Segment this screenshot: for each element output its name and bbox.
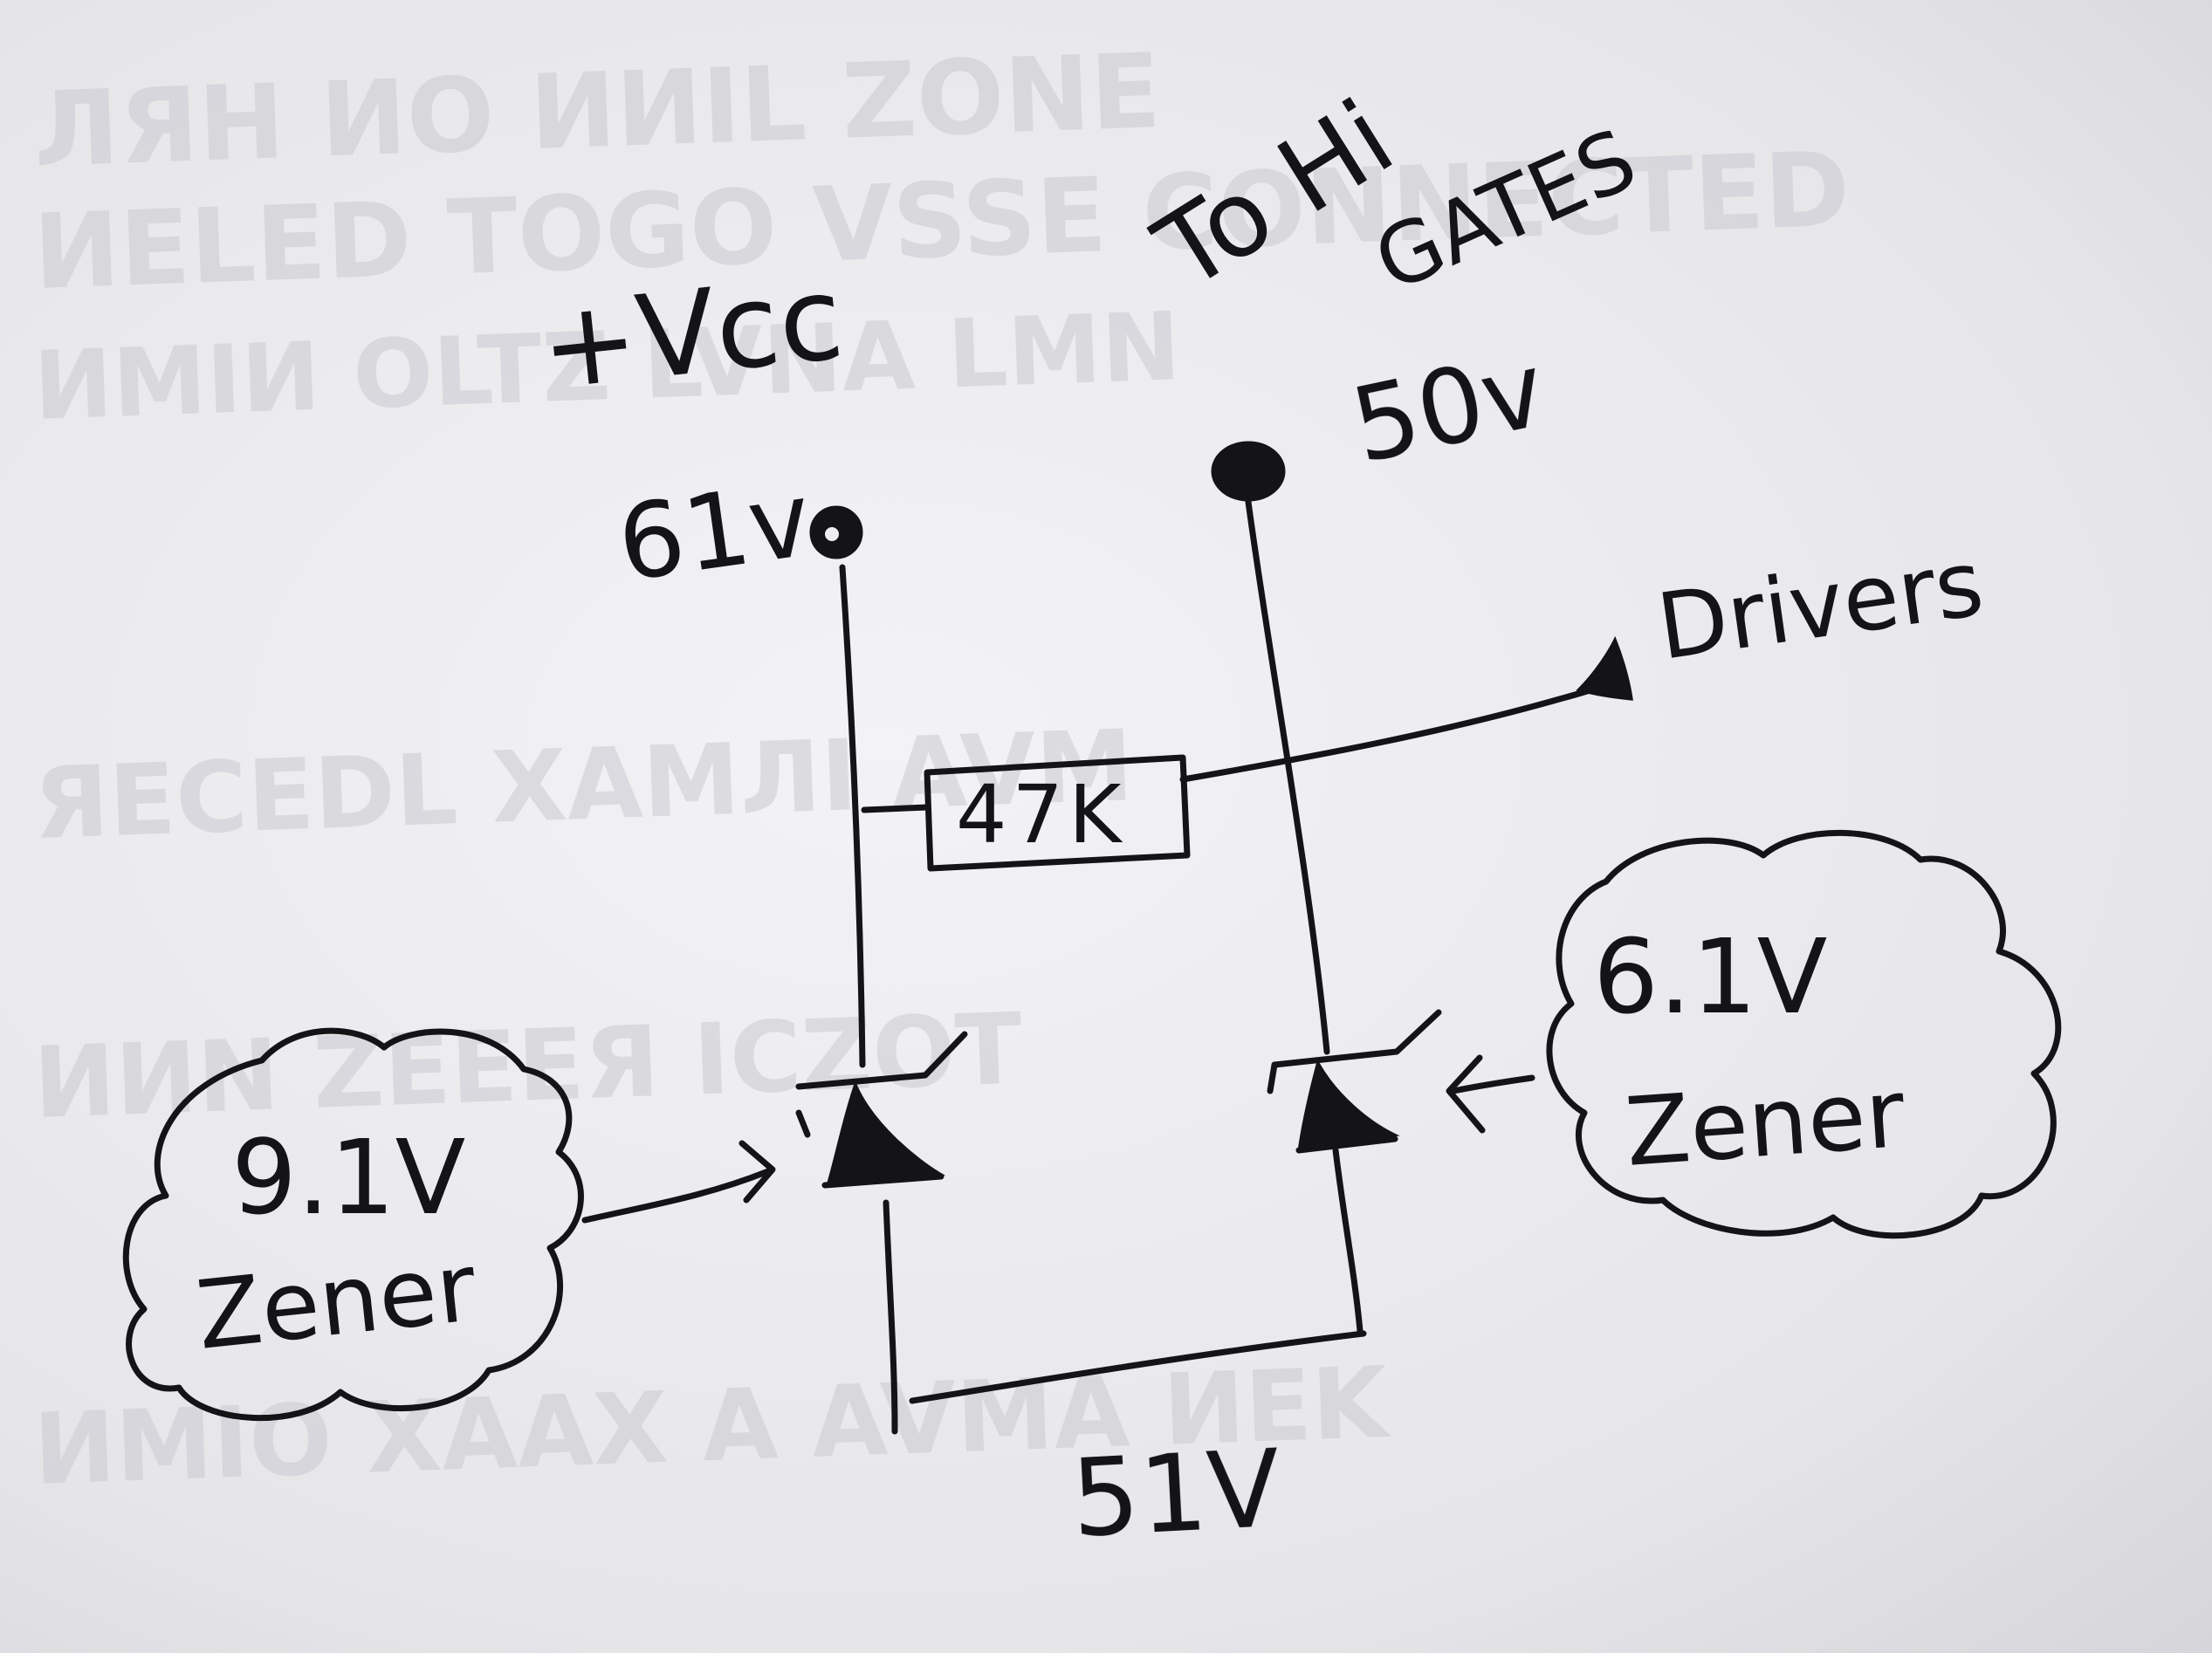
to-hi-label: To Hi — [1136, 78, 1414, 314]
wires — [839, 498, 1623, 1435]
arrow-right — [1446, 1054, 1535, 1134]
wire-vcc-left — [839, 564, 866, 1068]
bleed-through-text: ЛЯН ИО ИИIL ZONE ИЕLED TOGO VSSE CONNECT… — [31, 31, 1851, 1507]
wire-resistor-to-drivers — [1179, 677, 1623, 783]
cloud-left — [122, 1027, 584, 1422]
zener-diode-right — [1267, 1009, 1442, 1154]
wire-gates-right — [1245, 498, 1330, 1055]
annotation-left: 9.1V Zener — [122, 1027, 776, 1422]
zener-right-voltage: 6.1V — [1593, 916, 1827, 1037]
drivers-label: Drivers — [1652, 530, 1990, 681]
terminal-gates — [1211, 441, 1286, 502]
cloud-right — [1546, 829, 2062, 1239]
resistor-47k: 47K — [924, 754, 1191, 872]
annotation-right: 6.1V Zener — [1446, 829, 2062, 1239]
zener-left-word: Zener — [192, 1233, 482, 1371]
wire-left-to-resistor — [861, 804, 931, 813]
gates-voltage-label: 50v — [1342, 329, 1555, 487]
wire-left-zener-down — [883, 1199, 898, 1435]
zener-diode-left — [795, 1031, 968, 1189]
terminal-vcc-hole — [825, 527, 839, 541]
wire-right-zener-down — [1332, 1147, 1364, 1334]
arrow-left — [581, 1140, 776, 1224]
zener-right-word: Zener — [1622, 1060, 1908, 1188]
zener-left-voltage: 9.1V — [231, 1117, 465, 1238]
terminal-drivers — [1576, 635, 1633, 701]
vcc-voltage-label: 61v — [611, 458, 818, 604]
bottom-voltage-label: 51V — [1068, 1427, 1283, 1561]
vcc-label: +Vcc — [534, 250, 848, 415]
resistor-label: 47K — [956, 768, 1126, 861]
wire-bottom-node — [909, 1330, 1367, 1404]
